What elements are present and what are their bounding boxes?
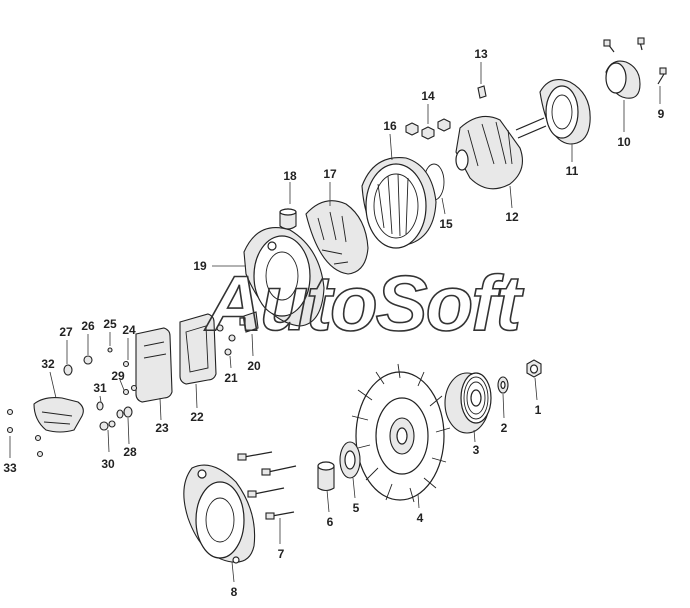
- label-part-23[interactable]: 23: [155, 421, 169, 435]
- label-part-3[interactable]: 3: [473, 443, 480, 457]
- part-1-nut[interactable]: [526, 359, 542, 401]
- part-29-screw[interactable]: [119, 379, 138, 396]
- part-17-rectifier[interactable]: [305, 182, 369, 275]
- label-part-21[interactable]: 21: [224, 371, 238, 385]
- label-part-17[interactable]: 17: [323, 167, 337, 181]
- label-part-11[interactable]: 11: [566, 164, 579, 178]
- part-labels: 1 2 3 4 5 6 7 8 9 10 11 12 13 14 15 16 1…: [3, 47, 664, 599]
- part-3-pulley[interactable]: [444, 372, 492, 443]
- part-13-key[interactable]: [477, 62, 487, 99]
- label-part-20[interactable]: 20: [247, 359, 261, 373]
- label-part-27[interactable]: 27: [59, 325, 73, 339]
- part-27-washer[interactable]: [63, 340, 73, 376]
- label-part-4[interactable]: 4: [417, 511, 424, 525]
- label-part-13[interactable]: 13: [474, 47, 488, 61]
- label-part-28[interactable]: 28: [123, 445, 137, 459]
- part-14-nuts[interactable]: [405, 104, 451, 140]
- label-part-30[interactable]: 30: [101, 457, 115, 471]
- part-8-drive-end-housing[interactable]: [183, 464, 256, 583]
- label-part-9[interactable]: 9: [658, 107, 665, 121]
- label-part-10[interactable]: 10: [617, 135, 631, 149]
- part-18-bearing[interactable]: [279, 182, 297, 230]
- label-part-25[interactable]: 25: [103, 317, 117, 331]
- part-19-housing[interactable]: [212, 227, 325, 327]
- part-20-regulator[interactable]: [239, 311, 259, 357]
- label-part-29[interactable]: 29: [111, 369, 125, 383]
- part-16-stator[interactable]: [361, 133, 437, 249]
- label-part-8[interactable]: 8: [231, 585, 238, 599]
- label-part-18[interactable]: 18: [283, 169, 297, 183]
- part-32-terminal-guard[interactable]: [33, 371, 84, 433]
- label-part-5[interactable]: 5: [353, 501, 360, 515]
- part-25-pin[interactable]: [107, 332, 113, 353]
- part-23-cover-plate[interactable]: [135, 327, 173, 421]
- label-part-15[interactable]: 15: [439, 217, 453, 231]
- label-part-12[interactable]: 12: [505, 210, 519, 224]
- part-31-washer[interactable]: [96, 395, 124, 419]
- label-part-16[interactable]: 16: [383, 119, 397, 133]
- part-28-washer[interactable]: [123, 406, 133, 445]
- label-part-19[interactable]: 19: [193, 259, 207, 273]
- part-2-washer[interactable]: [497, 376, 509, 419]
- part-10-rear-cover[interactable]: [603, 37, 645, 132]
- label-part-2[interactable]: 2: [501, 421, 508, 435]
- label-part-24[interactable]: 24: [122, 323, 136, 337]
- part-33-screws[interactable]: [6, 408, 44, 459]
- part-9-bolt[interactable]: [657, 67, 667, 104]
- label-part-14[interactable]: 14: [421, 89, 435, 103]
- label-part-1[interactable]: 1: [535, 403, 542, 417]
- part-5-spacer[interactable]: [339, 441, 361, 499]
- part-21-screws[interactable]: [216, 324, 236, 369]
- watermark-text: AutoSoft: [204, 259, 524, 347]
- part-6-bushing[interactable]: [317, 461, 335, 513]
- label-part-22[interactable]: 22: [190, 410, 204, 424]
- part-26-nut[interactable]: [83, 334, 93, 365]
- part-30-nut[interactable]: [99, 420, 116, 453]
- part-22-gasket[interactable]: [179, 313, 217, 409]
- label-part-33[interactable]: 33: [3, 461, 17, 475]
- label-part-32[interactable]: 32: [41, 357, 55, 371]
- part-4-fan[interactable]: [351, 363, 451, 509]
- part-24-screw[interactable]: [122, 338, 130, 368]
- part-11-bracket[interactable]: [539, 79, 591, 162]
- label-part-31[interactable]: 31: [93, 381, 107, 395]
- part-12-rotor[interactable]: [455, 115, 547, 209]
- label-part-26[interactable]: 26: [81, 319, 95, 333]
- label-part-7[interactable]: 7: [278, 547, 285, 561]
- label-part-6[interactable]: 6: [327, 515, 334, 529]
- part-7-bolts[interactable]: [237, 451, 297, 544]
